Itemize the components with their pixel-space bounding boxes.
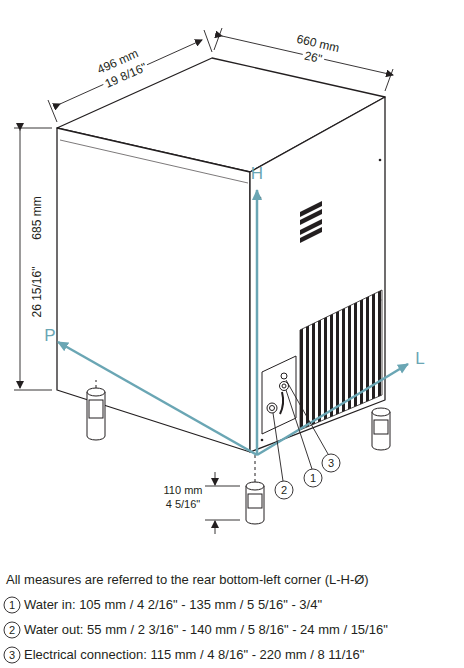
dimension-label: 685 mm xyxy=(31,194,44,241)
legend-text: Electrical connection: 115 mm / 4 8/16" … xyxy=(24,648,364,662)
vent xyxy=(300,201,322,243)
axis-label: P xyxy=(44,327,55,346)
callout-number: 2 xyxy=(281,484,287,496)
note: All measures are referred to the rear bo… xyxy=(6,573,369,587)
axis-label: H xyxy=(251,165,263,184)
leader-line xyxy=(273,380,340,499)
dimension-label: 110 mm xyxy=(164,484,203,496)
callout-number: 1 xyxy=(310,472,316,484)
callout-number: 2 xyxy=(9,624,15,636)
connection-panel xyxy=(262,356,296,434)
legend-text: Water in: 105 mm / 4 2/16" - 135 mm / 5 … xyxy=(24,598,322,612)
callout-number: 1 xyxy=(9,599,15,611)
callout-number: 3 xyxy=(9,649,15,661)
callout-number: 3 xyxy=(328,457,334,469)
dimension-label: 4 5/16" xyxy=(166,498,201,510)
callout-circle xyxy=(4,597,20,663)
dimension-line xyxy=(14,28,393,534)
dimension-label: 26 15/16" xyxy=(31,265,44,320)
foot xyxy=(87,388,390,524)
legend-text: Water out: 55 mm / 2 3/16" - 140 mm / 5 … xyxy=(24,623,388,637)
cabinet xyxy=(57,58,385,452)
grille xyxy=(300,290,382,430)
axis-label: L xyxy=(415,350,424,369)
dimension-label: 26" xyxy=(301,49,325,67)
axis xyxy=(58,190,408,455)
